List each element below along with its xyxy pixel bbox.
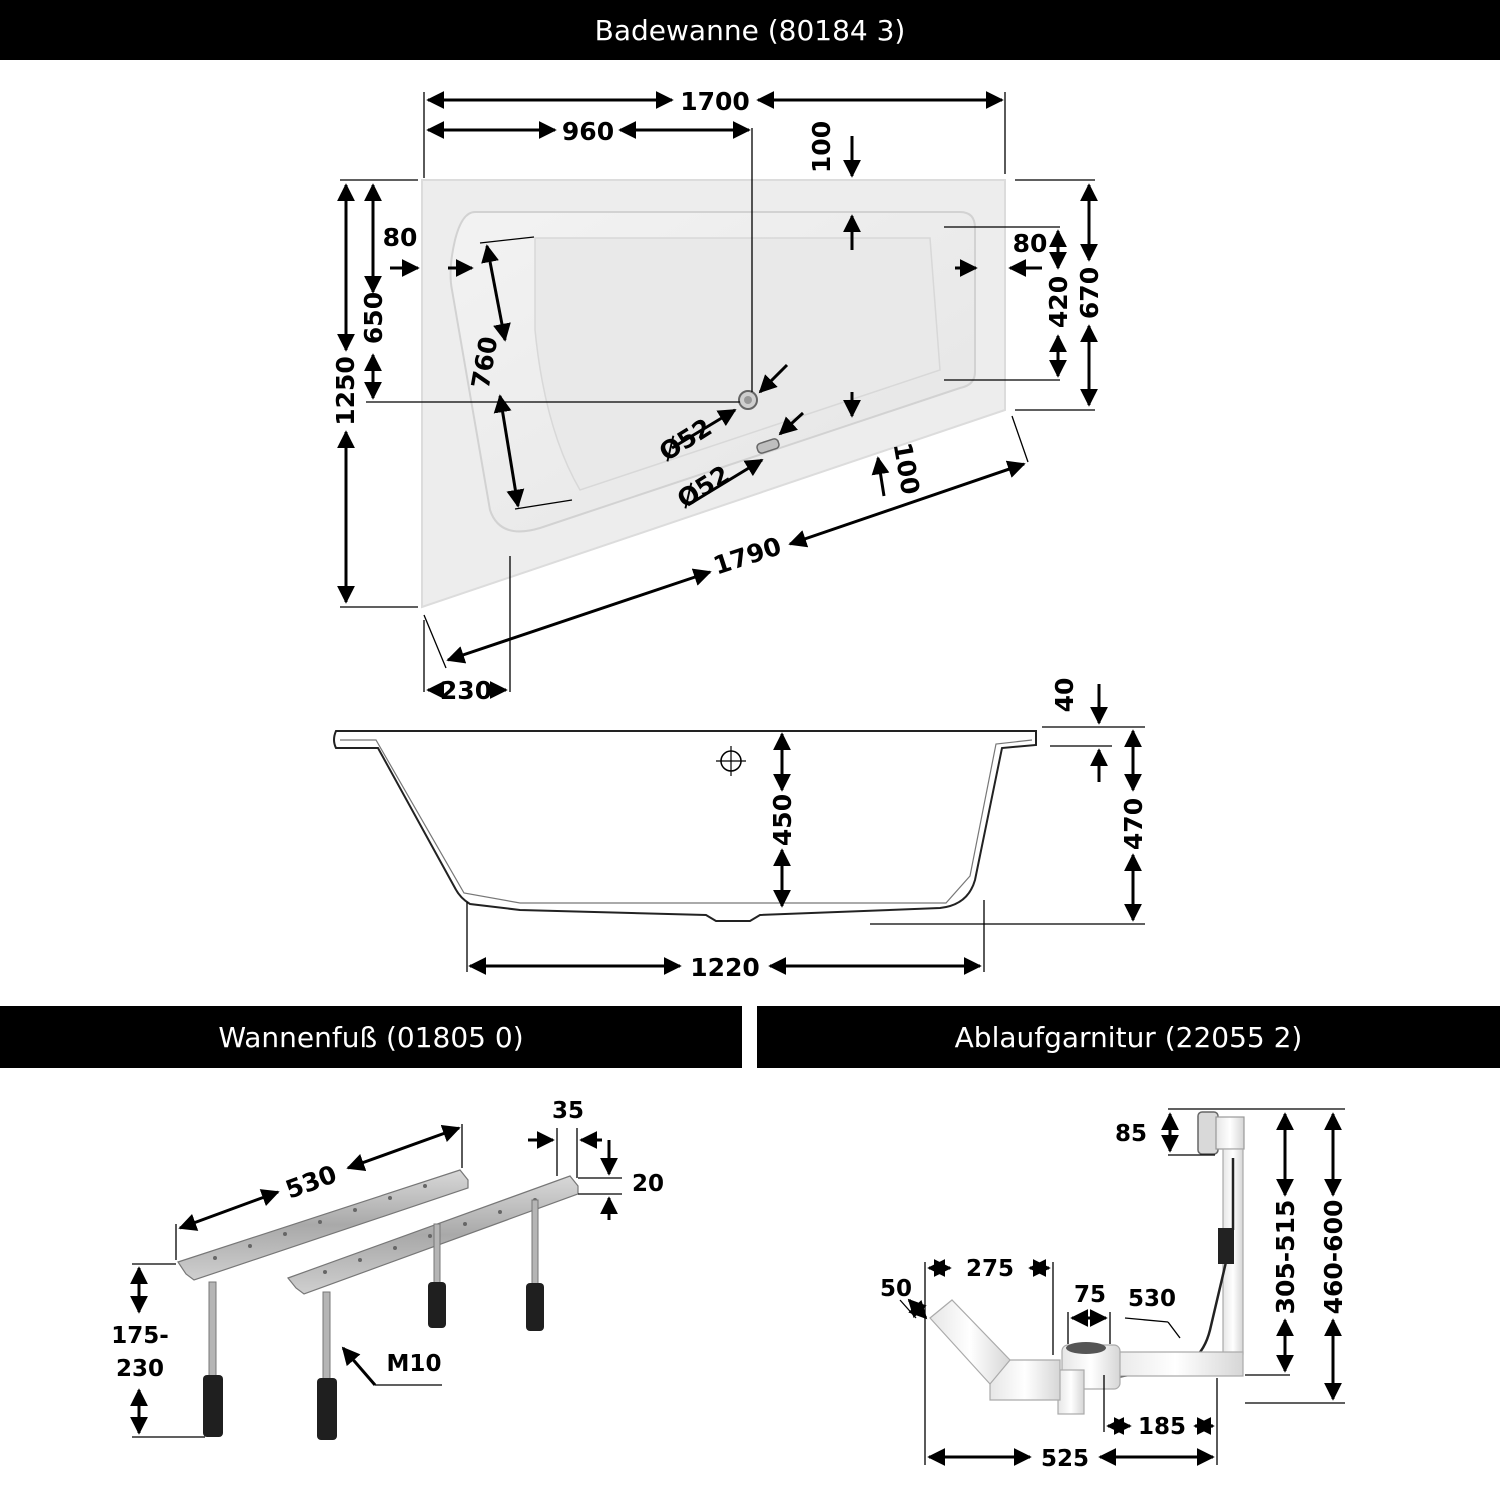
dim-rim-height: 40 <box>1050 678 1079 713</box>
dim-back-rim: 100 <box>807 121 836 173</box>
dim-total-height: 470 <box>1119 798 1148 850</box>
dim-front-length: 1790 <box>710 531 785 580</box>
overflow-icon <box>756 438 780 454</box>
dim-bottom-length: 1220 <box>690 953 760 982</box>
header-drain-text: Ablaufgarnitur (22055 2) <box>954 1020 1303 1054</box>
dim-offset-185: 185 <box>1138 1414 1186 1440</box>
dim-offset-275: 275 <box>966 1256 1014 1282</box>
outlet-elbow <box>929 1299 1011 1385</box>
drain-inner-icon <box>744 396 752 404</box>
dim-feet-length: 530 <box>282 1159 341 1204</box>
overflow-head-icon <box>1197 1111 1219 1155</box>
feet-view: 530 35 20 175- 230 M10 <box>111 1098 664 1440</box>
tub-side-inner <box>340 739 1033 904</box>
drain-plug-icon <box>1066 1342 1106 1354</box>
header-bathtub: Badewanne (80184 3) <box>0 0 1500 60</box>
dim-feet-height-2: 230 <box>116 1356 164 1382</box>
dim-pipe-dia: 50 <box>880 1276 912 1302</box>
dim-width-to-drain: 960 <box>562 117 614 146</box>
header-feet-text: Wannenfuß (01805 0) <box>218 1020 524 1054</box>
dim-left-rim: 80 <box>383 223 418 252</box>
dim-right-inner-depth: 420 <box>1044 276 1073 328</box>
top-view: 1700 960 100 1250 650 80 80 420 670 760 … <box>331 87 1104 705</box>
drain-view: 85 305-515 460-600 50 275 75 530 185 525 <box>880 1108 1348 1472</box>
header-bathtub-text: Badewanne (80184 3) <box>594 13 906 47</box>
dim-feet-width: 35 <box>552 1098 584 1124</box>
dim-cable-length: 530 <box>1128 1286 1176 1312</box>
dim-feet-profile-height: 20 <box>632 1171 664 1197</box>
header-drain: Ablaufgarnitur (22055 2) <box>757 1006 1500 1068</box>
dim-range-outer: 460-600 <box>1319 1200 1348 1315</box>
dim-front-rim: 100 <box>888 440 926 496</box>
dim-right-rim: 80 <box>1013 229 1048 258</box>
dim-feet-thread: M10 <box>387 1351 442 1377</box>
header-feet: Wannenfuß (01805 0) <box>0 1006 742 1068</box>
dim-feet-height-1: 175- <box>111 1323 169 1349</box>
feet-legs <box>203 1199 544 1440</box>
dim-width-total: 1700 <box>680 87 750 116</box>
dim-inner-depth: 450 <box>768 794 797 846</box>
tub-floor <box>534 237 941 491</box>
trap-body <box>1107 1351 1244 1377</box>
side-view: 40 450 470 1220 <box>333 678 1148 982</box>
dim-depth-to-drain: 650 <box>359 292 388 344</box>
dim-total-length: 525 <box>1041 1446 1089 1472</box>
dim-width-75: 75 <box>1074 1282 1106 1308</box>
dim-right-depth: 670 <box>1075 267 1104 319</box>
tub-side-profile <box>333 730 1037 922</box>
dim-range-inner: 305-515 <box>1271 1200 1300 1315</box>
dim-overflow-height: 85 <box>1115 1121 1147 1147</box>
dim-depth-total: 1250 <box>331 356 360 426</box>
dim-front-offset: 230 <box>440 676 492 705</box>
